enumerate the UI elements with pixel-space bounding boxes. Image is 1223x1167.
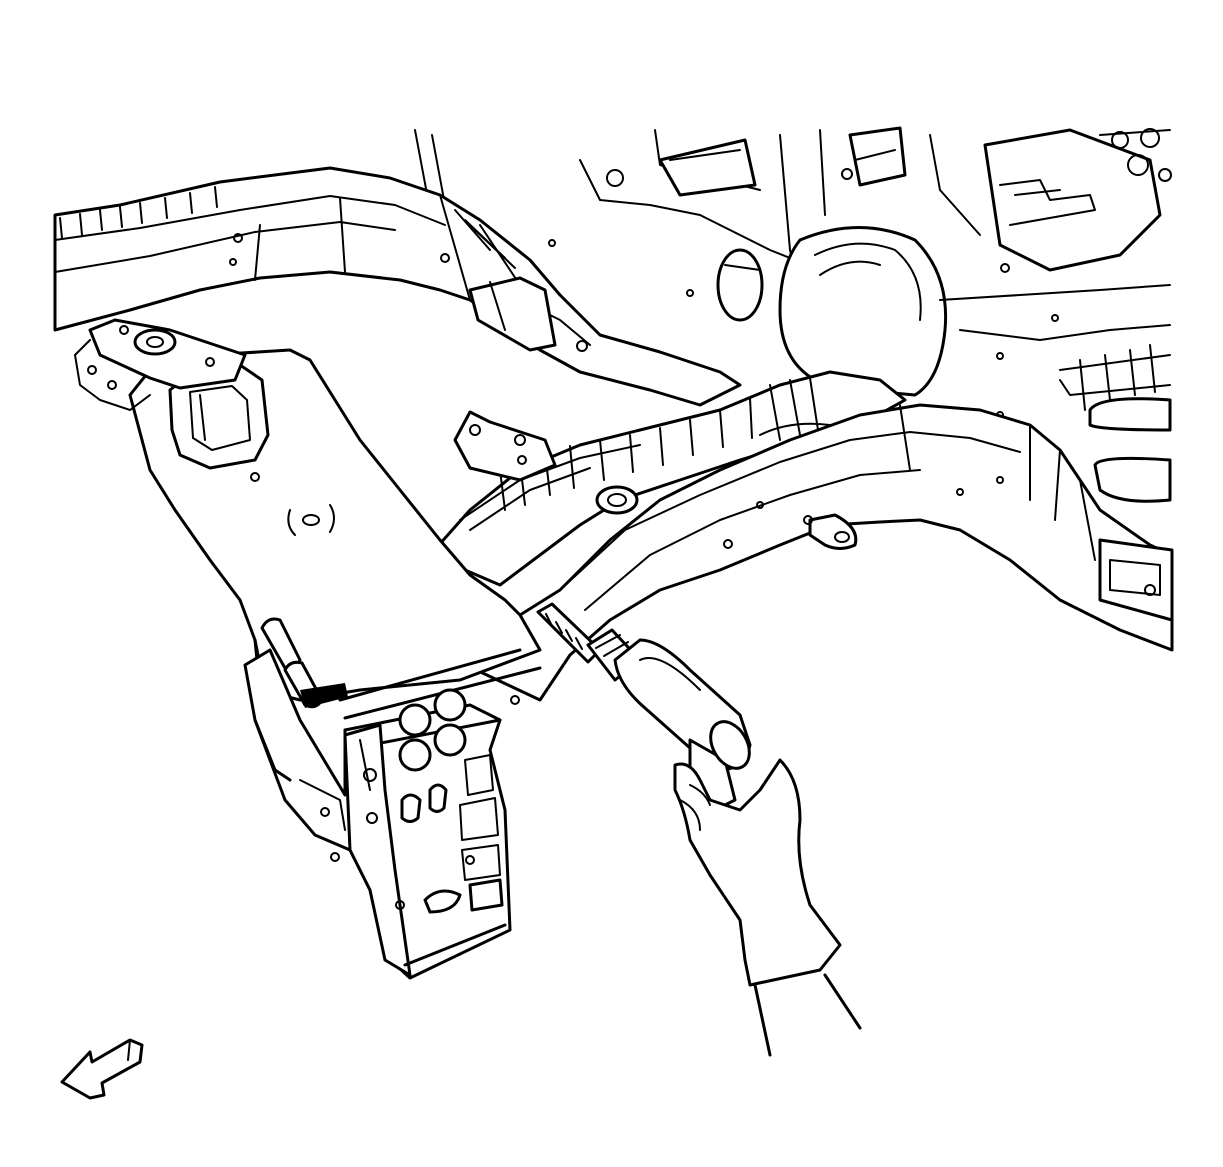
left-rear-rail [53, 166, 742, 407]
hand-icon [673, 758, 862, 1057]
rail-box-section [74, 318, 542, 720]
view-direction-arrow-icon [60, 1038, 144, 1100]
lower-bracket-reinforcement [243, 648, 520, 980]
body-structure-background [414, 126, 1172, 534]
drill-icon [536, 602, 752, 812]
right-rear-rail [453, 377, 1174, 702]
cross-member [428, 370, 907, 587]
